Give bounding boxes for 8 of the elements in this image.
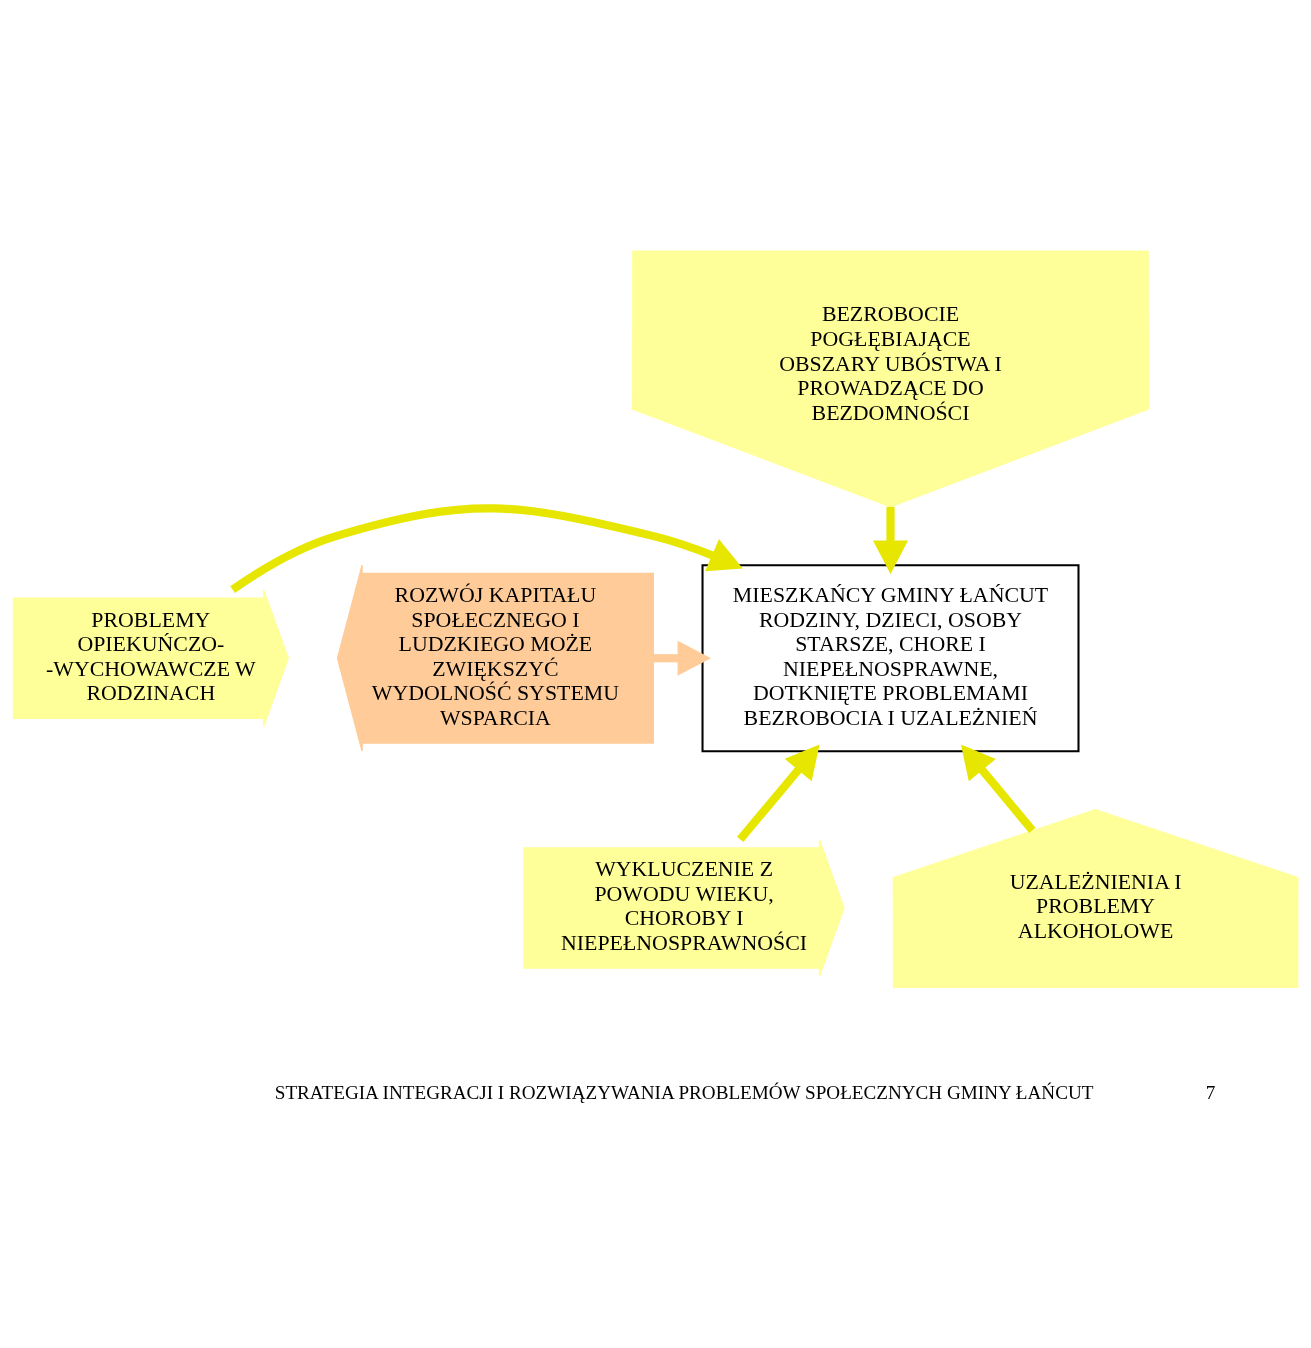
label: STRATEGIA INTEGRACJI I ROZWIĄZYWANIA PROBLEMÓW SPOŁECZNYCH GMINY ŁAŃCUT [274, 1082, 1094, 1104]
node-box: MIESZKAŃCY GMINY ŁAŃCUT RODZINY, DZIECI, OSOBY STARSZE, CHORE I NIEPEŁNOSPRAWNE, DOTKNIĘTE PROBLEMAMI BEZROBOCIA I UZALEŻNIEŃ [701, 564, 1080, 753]
arrow [653, 640, 711, 676]
arrow [872, 506, 909, 574]
arrow [230, 504, 743, 593]
arrow [960, 744, 1036, 834]
label: 7 [1205, 1082, 1216, 1104]
arrow [737, 744, 820, 843]
